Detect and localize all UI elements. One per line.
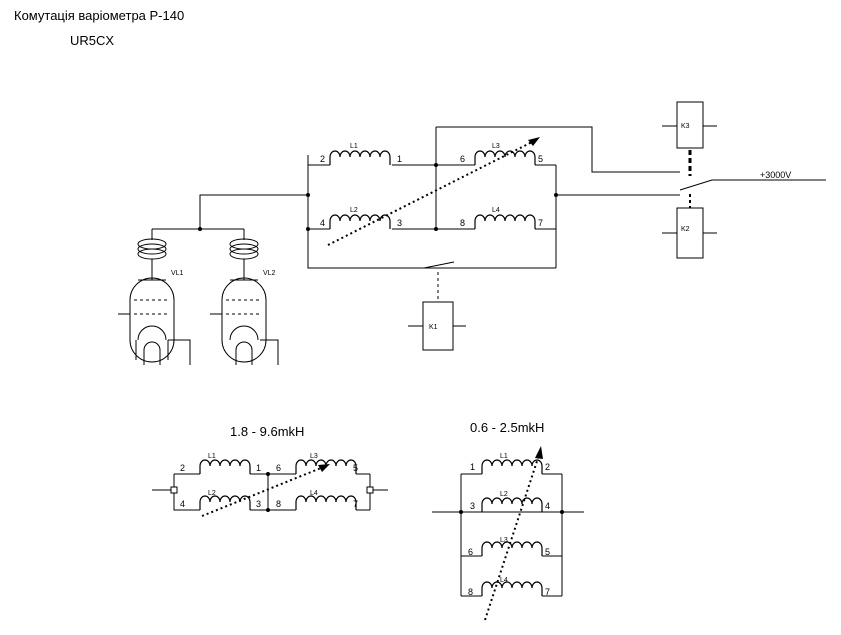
parallel-label-l1: L1 <box>500 453 508 460</box>
series-pin-4: 4 <box>180 499 185 509</box>
pin-3: 3 <box>397 218 402 228</box>
series-range: 1.8 - 9.6mkH <box>230 424 304 439</box>
page-title: Комутація варіометра Р-140 <box>14 8 185 23</box>
k1-switch-contact <box>423 261 455 269</box>
series-pin-2: 2 <box>180 463 185 473</box>
parallel-pin-4: 4 <box>545 501 550 511</box>
label-k1: K1 <box>429 324 438 331</box>
series-coil-l4 <box>295 495 357 510</box>
series-pin-1: 1 <box>256 463 261 473</box>
series-coil-l2 <box>199 495 251 510</box>
junction-dot <box>198 227 202 231</box>
parallel-buses <box>432 474 584 596</box>
terminal <box>170 486 178 494</box>
label-k2: K2 <box>681 226 690 233</box>
coil-l1 <box>329 150 391 165</box>
junction-dot <box>434 163 438 167</box>
parallel-connection: 0.6 - 2.5mkH L1 1 2 L2 3 4 L3 6 5 L4 8 7 <box>432 420 584 621</box>
pin-8: 8 <box>460 218 465 228</box>
coil-l4 <box>474 214 536 229</box>
pin-1: 1 <box>397 154 402 164</box>
junction-dot <box>266 472 270 476</box>
k3-wire <box>436 126 680 173</box>
junction-dot <box>306 227 310 231</box>
parallel-coil-l3 <box>481 541 543 556</box>
pin-5: 5 <box>538 154 543 164</box>
parallel-label-l4: L4 <box>500 577 508 584</box>
series-label-l4: L4 <box>310 490 318 497</box>
series-coil-l1 <box>199 459 251 474</box>
pin-2: 2 <box>320 154 325 164</box>
parallel-pin-5: 5 <box>545 547 550 557</box>
parallel-pin-7: 7 <box>545 587 550 597</box>
relay-k1 <box>422 301 454 351</box>
author-callsign: UR5CX <box>70 33 115 48</box>
series-label-l1: L1 <box>208 453 216 460</box>
arrow-head <box>318 464 330 472</box>
supply-voltage: +3000V <box>760 170 791 180</box>
main-schematic: L1 2 1 L2 4 3 L3 6 5 L4 8 7 <box>118 101 826 365</box>
coil-l2 <box>329 214 391 229</box>
series-middle-bus <box>267 473 286 511</box>
parallel-coil-l2 <box>481 497 543 512</box>
series-label-l2: L2 <box>208 490 216 497</box>
junction-dot <box>554 193 558 197</box>
series-pin-5: 5 <box>353 463 358 473</box>
series-left-bus <box>152 473 190 511</box>
relay-k3 <box>676 101 704 149</box>
series-connection: 1.8 - 9.6mkH L1 2 1 L2 4 3 L3 6 5 L4 8 7 <box>152 424 388 517</box>
series-rotor-arrow <box>201 465 327 517</box>
pin-4: 4 <box>320 218 325 228</box>
middle-bus <box>435 127 458 230</box>
label-l3: L3 <box>492 143 500 150</box>
changeover-contact <box>679 179 826 191</box>
coil-l3 <box>474 150 536 165</box>
parallel-pin-1: 1 <box>470 462 475 472</box>
pin-7: 7 <box>538 218 543 228</box>
parallel-pin-3: 3 <box>470 501 475 511</box>
series-pin-6: 6 <box>276 463 281 473</box>
terminal <box>366 486 374 494</box>
relay-k2 <box>676 207 704 259</box>
label-l1: L1 <box>350 143 358 150</box>
series-pin-8: 8 <box>276 499 281 509</box>
series-pin-7: 7 <box>353 499 358 509</box>
parallel-pin-2: 2 <box>545 462 550 472</box>
arrow-head <box>528 137 540 146</box>
label-vl1: VL1 <box>171 270 184 277</box>
junction-dot <box>306 193 310 197</box>
tube-vl1: VL1 <box>118 238 191 365</box>
label-vl2: VL2 <box>263 270 276 277</box>
right-bus <box>555 165 680 268</box>
parallel-pin-8: 8 <box>468 587 473 597</box>
parallel-rotor-arrow <box>484 451 541 621</box>
parallel-coil-l4 <box>481 581 543 596</box>
series-label-l3: L3 <box>310 453 318 460</box>
arrow-head <box>535 446 543 459</box>
parallel-range: 0.6 - 2.5mkH <box>470 420 544 435</box>
parallel-label-l3: L3 <box>500 537 508 544</box>
pin-6: 6 <box>460 154 465 164</box>
junction-dot <box>434 227 438 231</box>
parallel-pin-6: 6 <box>468 547 473 557</box>
label-k3: K3 <box>681 123 690 130</box>
label-l2: L2 <box>350 207 358 214</box>
series-pin-3: 3 <box>256 499 261 509</box>
label-l4: L4 <box>492 207 500 214</box>
junction-dot <box>266 508 270 512</box>
tube-vl2: VL2 <box>210 238 279 365</box>
variometer-rotor-arrow <box>327 139 537 246</box>
parallel-label-l2: L2 <box>500 491 508 498</box>
parallel-coil-l1 <box>481 459 543 474</box>
